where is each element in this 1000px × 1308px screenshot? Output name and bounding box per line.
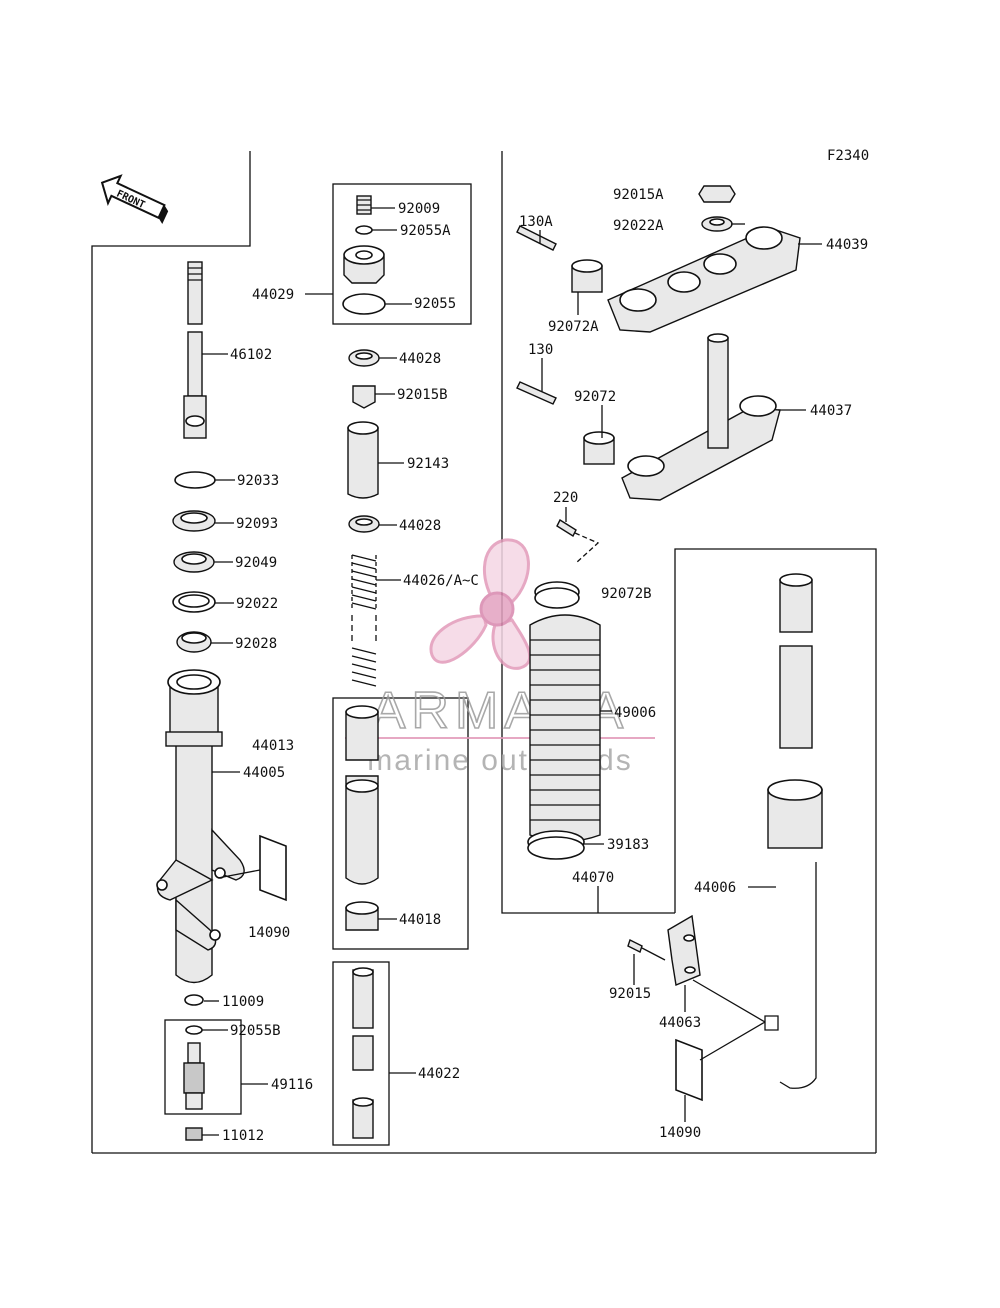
callout-14090-left: 14090: [248, 925, 290, 941]
o-ring-92055A: [355, 225, 373, 235]
callout-92015B: 92015B: [397, 387, 448, 403]
fork-tube-46102: [183, 261, 207, 439]
valve-group-box: [164, 1019, 242, 1115]
screw-220: [556, 518, 577, 538]
callout-46102: 46102: [230, 347, 272, 363]
lower-bracket-44037: [621, 333, 781, 501]
callout-44039: 44039: [826, 237, 868, 253]
callout-49006: 49006: [614, 705, 656, 721]
callout-44070: 44070: [572, 870, 614, 886]
callout-92015: 92015: [609, 986, 651, 1002]
rod-group-box: [332, 961, 390, 1146]
collar-92143: [347, 421, 379, 499]
plug-11012: [185, 1127, 203, 1141]
callout-92049: 92049: [235, 555, 277, 571]
callout-92072B: 92072B: [601, 586, 652, 602]
damper-group-box: [332, 697, 469, 950]
bushing-92028: [176, 631, 212, 653]
callout-44005: 44005: [243, 765, 285, 781]
cap-bolt-44029: [343, 245, 385, 284]
propeller-logo-icon: [429, 538, 532, 670]
clamp-92072A: [571, 259, 603, 293]
cylinder-44022: [352, 967, 374, 1139]
callout-44029: 44029: [252, 287, 294, 303]
callout-44028-lower: 44028: [399, 518, 441, 534]
callout-220: 220: [553, 490, 578, 506]
cap-group-box: [332, 183, 472, 325]
callout-92028: 92028: [235, 636, 277, 652]
callout-92055B: 92055B: [230, 1023, 281, 1039]
guard-44063: [667, 914, 701, 986]
callout-44022: 44022: [418, 1066, 460, 1082]
callout-44028-top: 44028: [399, 351, 441, 367]
callout-14090-right: 14090: [659, 1125, 701, 1141]
front-arrow-icon: FRONT: [100, 174, 169, 224]
boot-49006: [529, 614, 601, 843]
callout-92022A: 92022A: [613, 218, 664, 234]
callout-39183: 39183: [607, 837, 649, 853]
callout-labels: 92009 92055A 44029 92055 44028 92015B 92…: [222, 187, 868, 1144]
callout-92093: 92093: [236, 516, 278, 532]
callout-130A: 130A: [519, 214, 553, 230]
valve-49116: [183, 1042, 205, 1110]
seal-92093: [172, 510, 216, 532]
upper-bracket-44039: [607, 226, 801, 333]
retaining-ring-92033: [174, 471, 216, 489]
clamp-39183: [527, 830, 585, 860]
frame-lines: [91, 151, 877, 1154]
screw-92009: [356, 195, 372, 215]
callout-44018: 44018: [399, 912, 441, 928]
leader-lines: [202, 207, 822, 1136]
callout-130: 130: [528, 342, 553, 358]
callout-92072A: 92072A: [548, 319, 599, 335]
clamp-band-92072B: [534, 581, 580, 609]
inner-tube-44006: [767, 573, 823, 1089]
callout-44006: 44006: [694, 880, 736, 896]
callout-44026: 44026/A~C: [403, 573, 479, 589]
callout-92072: 92072: [574, 389, 616, 405]
callout-11012: 11012: [222, 1128, 264, 1144]
callout-92009: 92009: [398, 201, 440, 217]
o-ring-92055: [342, 293, 386, 315]
callout-44063: 44063: [659, 1015, 701, 1031]
armada-watermark: ARMADA marine outboards: [345, 538, 655, 777]
o-ring-92055B: [185, 1025, 203, 1035]
callout-92055: 92055: [414, 296, 456, 312]
washer-92022A: [701, 216, 733, 232]
bolt-130: [516, 381, 557, 405]
callout-44013: 44013: [252, 738, 294, 754]
nut-92015A: [698, 185, 736, 203]
callout-92143: 92143: [407, 456, 449, 472]
washer-44028-top: [348, 349, 380, 367]
screw-92015: [627, 939, 643, 953]
nut-92015B: [352, 385, 376, 409]
callout-92015A: 92015A: [613, 187, 664, 203]
bolt-130A: [516, 225, 557, 251]
spring-44026: [351, 554, 377, 687]
callout-11009: 11009: [222, 994, 264, 1010]
label-14090-right: [675, 1038, 703, 1102]
callout-92022: 92022: [236, 596, 278, 612]
label-14090-left: [259, 834, 287, 902]
figure-code: F2340: [827, 148, 869, 164]
callout-92055A: 92055A: [400, 223, 451, 239]
outer-tube-44005: [156, 669, 245, 984]
seal-92049: [173, 551, 215, 573]
callout-49116: 49116: [271, 1077, 313, 1093]
damper-rod-44018: [345, 705, 379, 931]
callout-44037: 44037: [810, 403, 852, 419]
callout-92033: 92033: [237, 473, 279, 489]
o-ring-11009: [184, 994, 204, 1006]
washer-92022: [172, 591, 216, 613]
washer-44028-lower: [348, 515, 380, 533]
clamp-92072: [583, 431, 615, 465]
